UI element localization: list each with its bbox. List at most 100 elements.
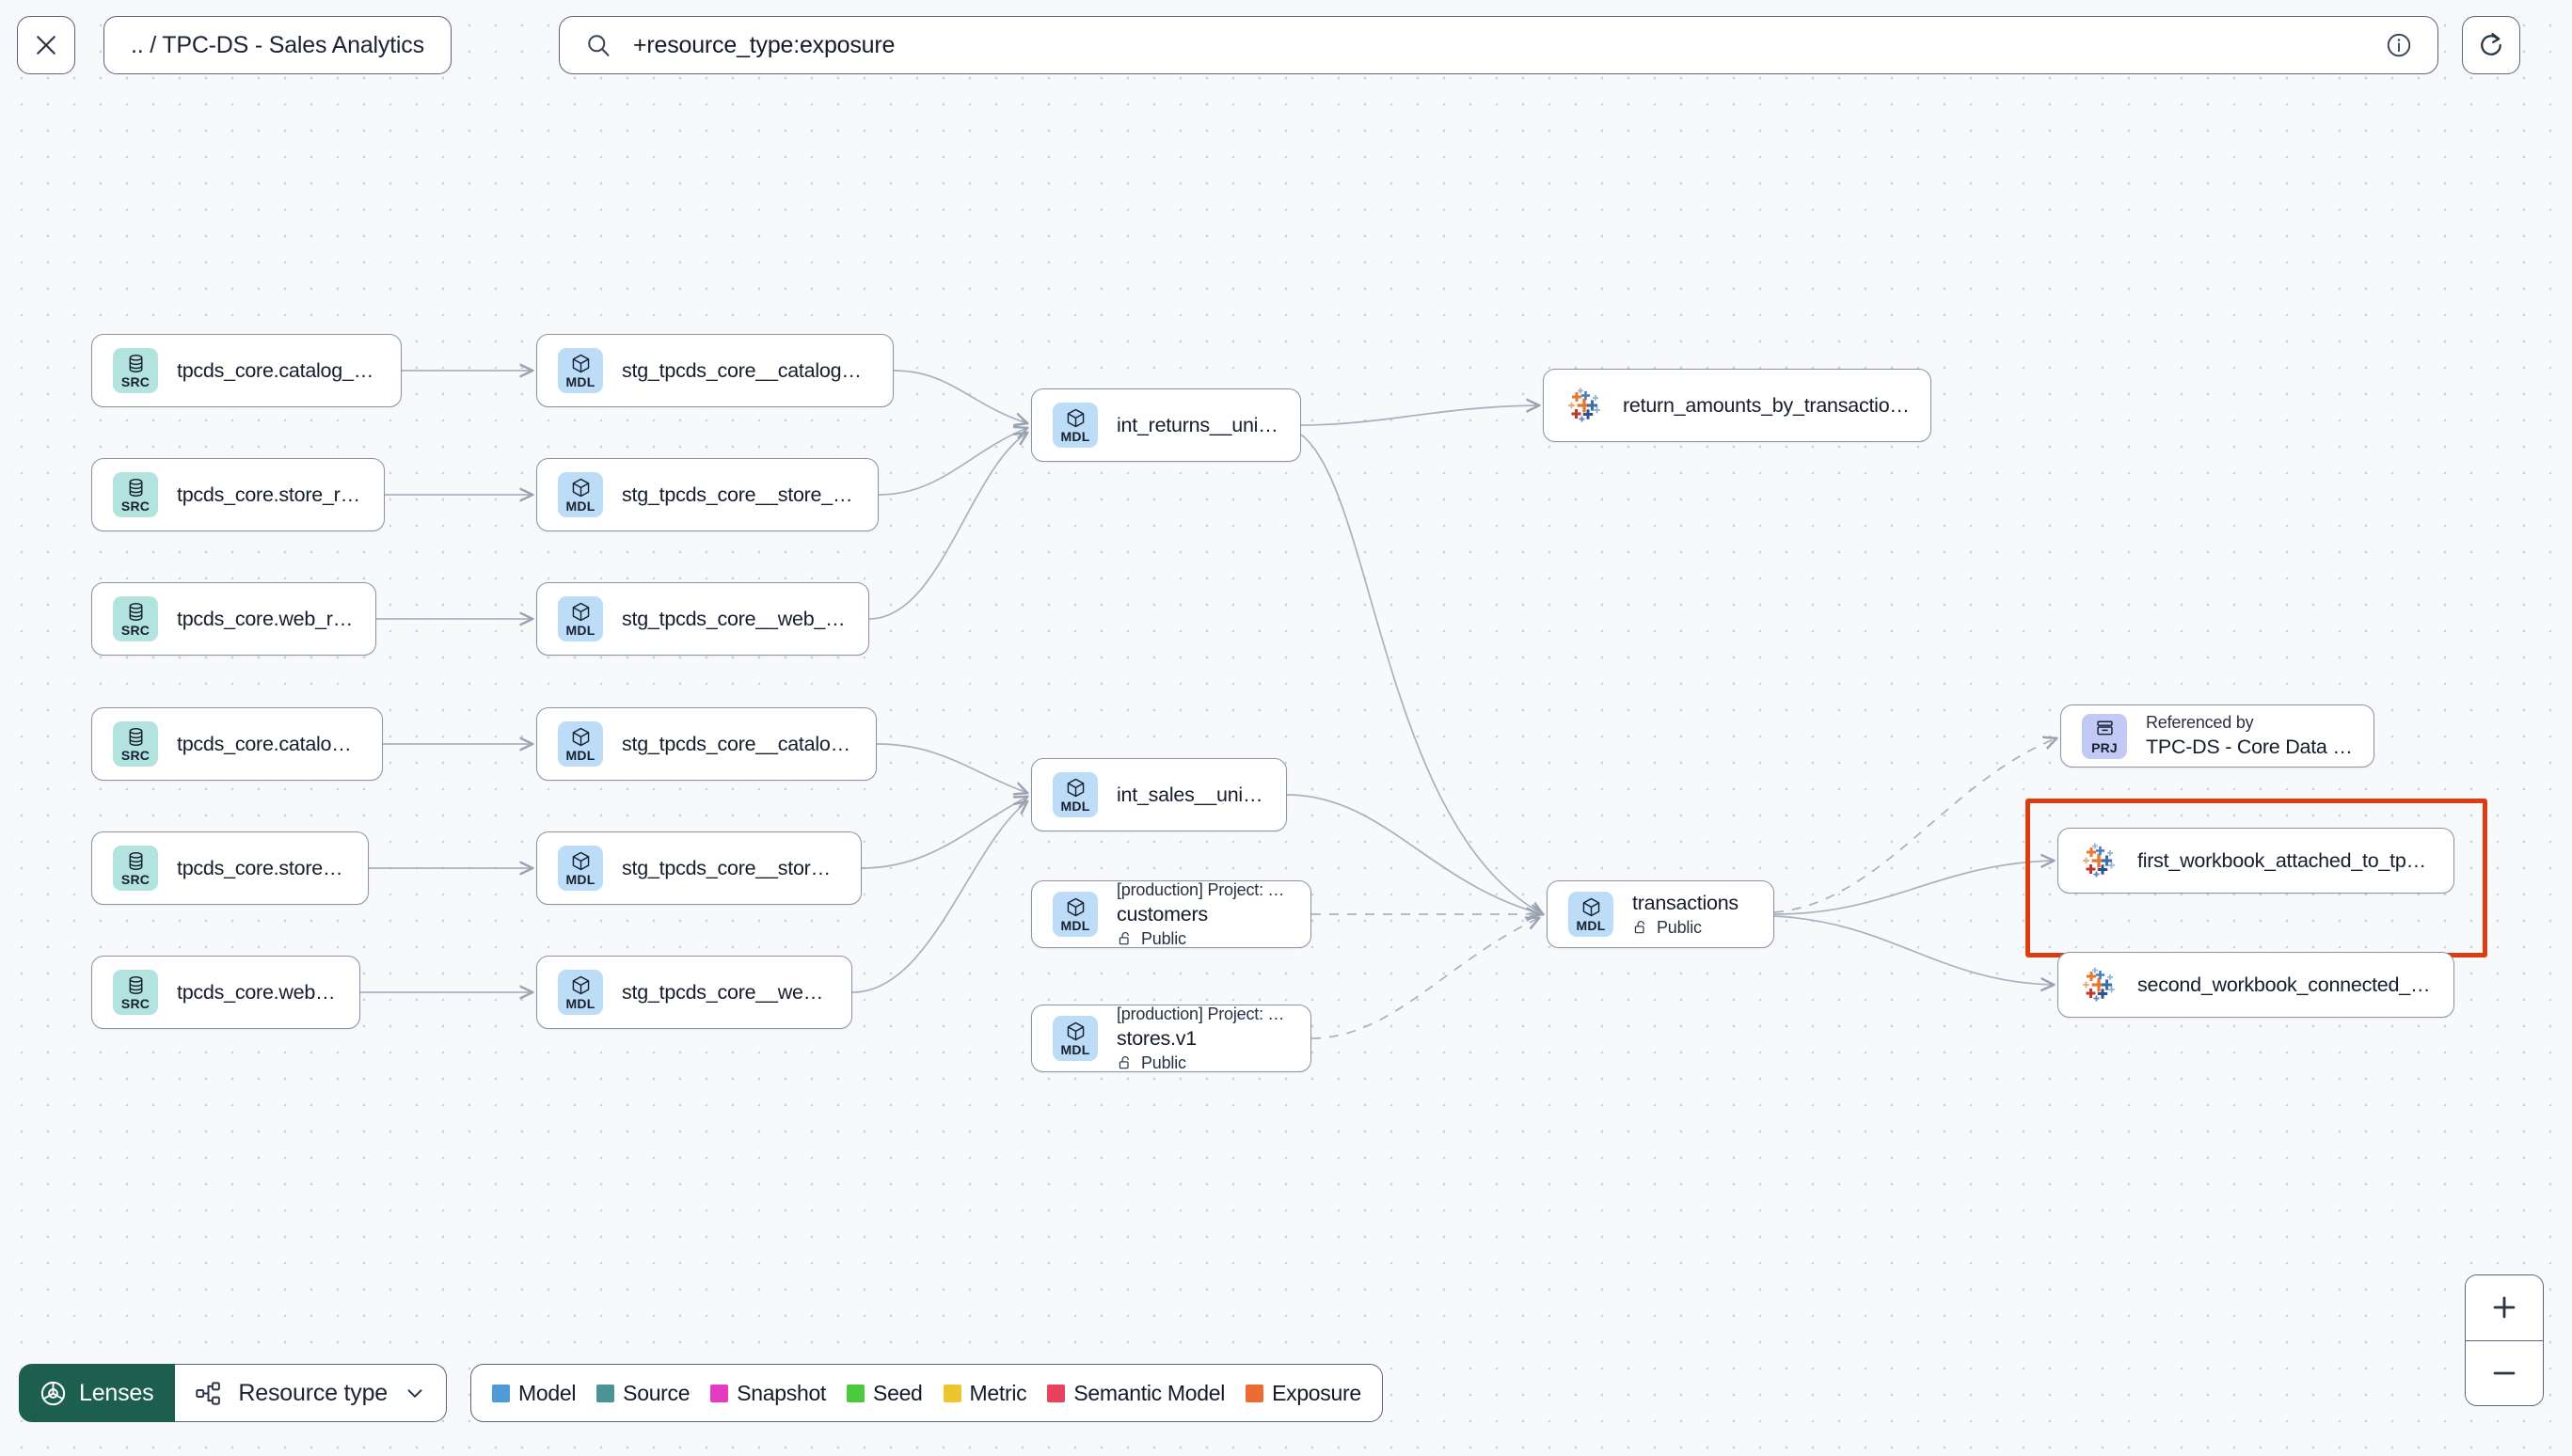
- node-body: stg_tpcds_core__store_sales: [622, 857, 840, 880]
- legend-swatch: [1246, 1384, 1264, 1402]
- node-visibility-badge: Public: [1632, 918, 1753, 938]
- node-label: transactions: [1632, 891, 1738, 914]
- node-type-badge-label: SRC: [120, 499, 151, 514]
- node-type-badge-src: SRC: [113, 970, 158, 1015]
- database-icon: [129, 728, 142, 746]
- node-type-badge-mdl: MDL: [558, 596, 603, 641]
- legend-label: Snapshot: [737, 1380, 827, 1405]
- legend-swatch: [710, 1384, 729, 1402]
- graph-node-first_workbook[interactable]: first_workbook_attached_to_tpc-ds_-_…: [2057, 828, 2454, 894]
- tableau-exposure-icon: [2083, 967, 2115, 1002]
- node-type-badge-src: SRC: [113, 348, 158, 393]
- graph-node-stg_store_sales[interactable]: MDL stg_tpcds_core__store_sales: [536, 831, 862, 905]
- refresh-icon: [2481, 33, 2501, 55]
- refresh-button[interactable]: [2462, 16, 2520, 74]
- graph-node-second_workbook[interactable]: second_workbook_connected_to_live…: [2057, 952, 2454, 1018]
- database-icon: [129, 603, 142, 621]
- search-input-value: +resource_type:exposure: [633, 31, 896, 58]
- node-type-badge-prj: PRJ: [2082, 713, 2127, 759]
- legend-swatch: [1047, 1384, 1066, 1402]
- legend-item-seed[interactable]: Seed: [847, 1381, 923, 1406]
- close-button[interactable]: [17, 16, 75, 74]
- unlock-icon: [1119, 1056, 1129, 1069]
- node-label: stg_tpcds_core__catalog_sales: [622, 732, 855, 755]
- project-box-icon: [2096, 720, 2113, 735]
- breadcrumb[interactable]: .. / TPC-DS - Sales Analytics: [103, 16, 452, 74]
- node-type-badge-label: MDL: [1060, 799, 1090, 814]
- legend-item-semantic-model[interactable]: Semantic Model: [1047, 1381, 1225, 1406]
- bottom-toolbar: Lenses Resource type Model Source Snapshot…: [0, 1343, 2572, 1456]
- info-button[interactable]: [2385, 31, 2413, 59]
- legend-swatch: [596, 1384, 615, 1402]
- node-type-badge-mdl: MDL: [558, 846, 603, 891]
- graph-node-return_amounts[interactable]: return_amounts_by_transaction_type: [1543, 369, 1931, 442]
- legend-item-source[interactable]: Source: [596, 1381, 691, 1406]
- graph-node-stg_catalog_returns[interactable]: MDL stg_tpcds_core__catalog_returns: [536, 334, 894, 407]
- node-body: int_returns__unioned: [1117, 414, 1279, 437]
- node-label: stg_tpcds_core__catalog_returns: [622, 358, 872, 382]
- legend-label: Model: [518, 1380, 577, 1405]
- node-subtitle: Referenced by: [2146, 713, 2254, 732]
- node-type-badge-mdl: MDL: [1053, 403, 1098, 448]
- node-body: first_workbook_attached_to_tpc-ds_-_…: [2137, 849, 2433, 873]
- graph-node-int_returns_unioned[interactable]: MDL int_returns__unioned: [1031, 388, 1301, 462]
- plus-icon: [2493, 1296, 2516, 1319]
- lenses-button[interactable]: Lenses: [19, 1364, 176, 1422]
- node-label: int_returns__unioned: [1117, 413, 1279, 436]
- node-type-badge-mdl: MDL: [1568, 892, 1613, 937]
- node-label: stg_tpcds_core__web_returns: [622, 607, 848, 630]
- node-body: second_workbook_connected_to_live…: [2137, 973, 2433, 997]
- legend-label: Exposure: [1272, 1380, 1361, 1405]
- cube-icon: [572, 851, 589, 871]
- database-icon: [129, 355, 142, 372]
- cube-icon: [572, 727, 589, 747]
- zoom-in-button[interactable]: [2466, 1275, 2543, 1341]
- graph-node-customers[interactable]: MDL[production] Project: TPC-DS - Core D…: [1031, 880, 1311, 948]
- search-field[interactable]: +resource_type:exposure: [559, 16, 2438, 74]
- info-icon: [2387, 33, 2411, 57]
- cube-icon: [572, 975, 589, 995]
- node-body: stg_tpcds_core__catalog_sales: [622, 733, 855, 756]
- node-type-badge-label: PRJ: [2091, 739, 2118, 755]
- node-type-badge-mdl: MDL: [1053, 772, 1098, 817]
- node-type-badge-label: SRC: [120, 996, 151, 1011]
- graph-node-stores_v1[interactable]: MDL[production] Project: TPC-DS - Core D…: [1031, 1005, 1311, 1072]
- node-label: stg_tpcds_core__web_sales: [622, 980, 831, 1004]
- node-body: stg_tpcds_core__catalog_returns: [622, 359, 872, 383]
- node-label: stores.v1: [1117, 1026, 1197, 1050]
- legend-item-metric[interactable]: Metric: [943, 1380, 1027, 1406]
- aperture-icon: [40, 1381, 66, 1405]
- node-type-badge-label: MDL: [1060, 1042, 1090, 1057]
- node-label: tpcds_core.catalog_sales: [177, 732, 361, 755]
- legend-swatch: [492, 1384, 510, 1402]
- node-type-badge-label: MDL: [565, 374, 595, 389]
- resource-type-dropdown[interactable]: Resource type: [175, 1364, 448, 1422]
- node-type-badge-mdl: MDL: [1053, 892, 1098, 937]
- legend-item-exposure[interactable]: Exposure: [1246, 1381, 1361, 1406]
- zoom-out-button[interactable]: [2466, 1340, 2543, 1405]
- node-type-badge-label: MDL: [565, 872, 595, 887]
- cube-icon: [1067, 408, 1084, 428]
- node-visibility-label: Public: [1141, 1052, 1186, 1072]
- legend-label: Metric: [969, 1380, 1027, 1405]
- legend-label: Semantic Model: [1073, 1380, 1226, 1405]
- legend-item-snapshot[interactable]: Snapshot: [710, 1381, 826, 1406]
- tableau-exposure-icon: [1568, 388, 1600, 422]
- node-type-badge-label: MDL: [565, 499, 595, 514]
- legend-item-model[interactable]: Model: [492, 1381, 576, 1406]
- cube-icon: [1582, 897, 1599, 917]
- graph-node-stg_web_returns[interactable]: MDL stg_tpcds_core__web_returns: [536, 582, 869, 656]
